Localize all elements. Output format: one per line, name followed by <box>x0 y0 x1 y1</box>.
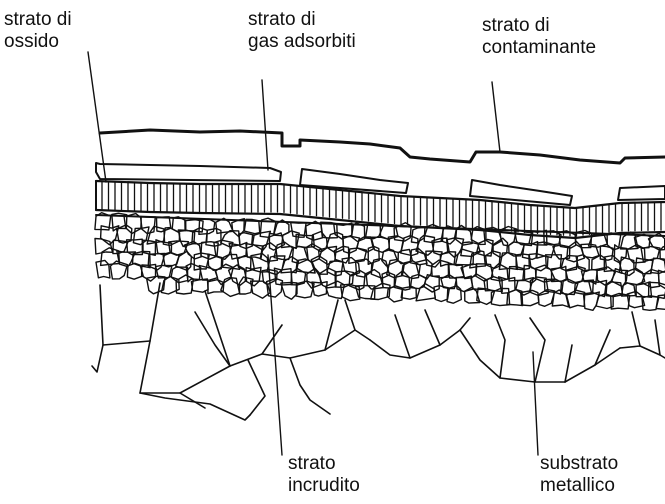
label-ossido-line2: ossido <box>4 31 72 53</box>
substrate-grain-boundaries <box>92 283 665 420</box>
label-strato-di-contaminante: strato di contaminante <box>482 15 596 59</box>
label-substrato-line2: metallico <box>540 475 618 497</box>
label-incrudito-line2: incrudito <box>288 475 360 497</box>
leader-line-contaminante <box>492 82 500 152</box>
label-substrato-metallico: substrato metallico <box>540 453 618 497</box>
gas-layer-segment-4 <box>618 186 665 200</box>
label-strato-di-ossido: strato di ossido <box>4 9 72 53</box>
label-strato-di-gas-adsorbiti: strato di gas adsorbiti <box>248 9 356 53</box>
leader-line-gas <box>262 80 268 170</box>
label-gas-line1: strato di <box>248 9 356 31</box>
label-incrudito-line1: strato <box>288 453 360 475</box>
label-gas-line2: gas adsorbiti <box>248 31 356 53</box>
gas-layer-segment-1 <box>96 163 281 181</box>
hardened-layer-grains <box>95 213 665 311</box>
leader-line-substrato <box>533 352 538 455</box>
label-ossido-line1: strato di <box>4 9 72 31</box>
label-substrato-line1: substrato <box>540 453 618 475</box>
label-contaminante-line1: strato di <box>482 15 596 37</box>
contaminant-layer-line <box>100 130 665 163</box>
label-contaminante-line2: contaminante <box>482 37 596 59</box>
label-strato-incrudito: strato incrudito <box>288 453 360 497</box>
oxide-layer-top <box>96 181 665 208</box>
